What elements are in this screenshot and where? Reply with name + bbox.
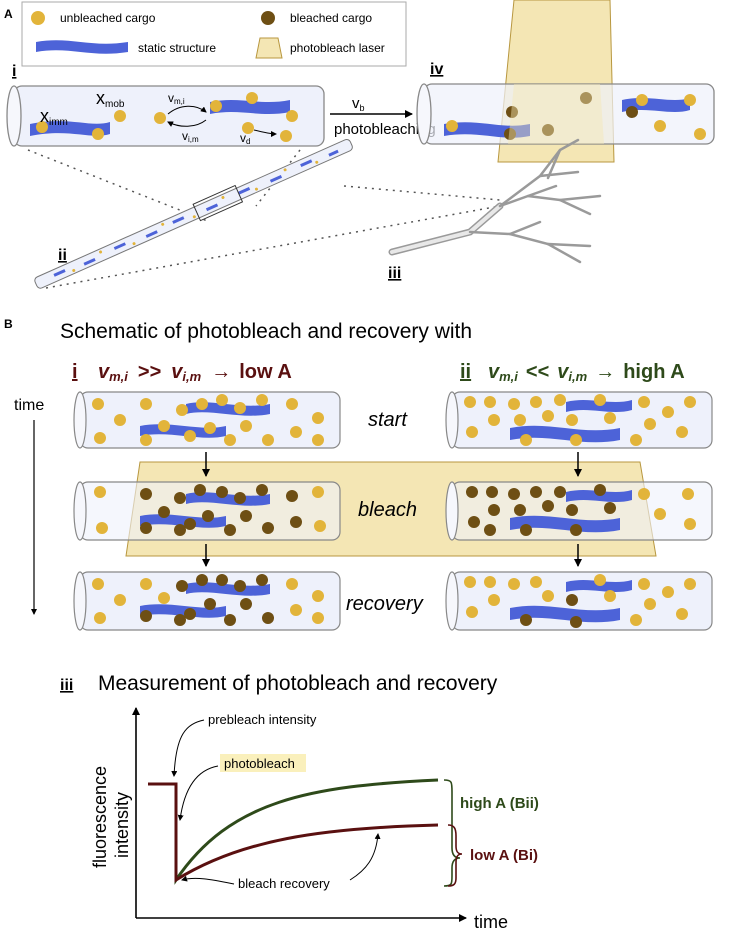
photobleach-highlight [220, 754, 306, 772]
v-im-label: vi,m [182, 129, 199, 144]
biii-label: iii [60, 677, 73, 694]
v-mi-label: vm,i [168, 91, 185, 106]
bi-label: i [72, 361, 78, 383]
tube-bi-start [73, 391, 341, 449]
legend-unbleached: unbleached cargo [60, 11, 156, 25]
laser-icon [255, 37, 283, 59]
unbleached-cargo-icon [31, 11, 45, 25]
v-d-label: vd [240, 131, 250, 146]
neuron-drawing [388, 138, 602, 264]
legend: unbleached cargo bleached cargo static s… [21, 1, 407, 67]
static-structure-icon [36, 40, 128, 54]
bleach-recovery-arrow-right [349, 833, 381, 881]
label-i: i [12, 63, 16, 80]
zoom-lines [27, 149, 501, 289]
tube-ii [34, 138, 353, 289]
panel-a-label: A [4, 7, 13, 21]
brace-high-a [443, 779, 461, 887]
photobleach-label: photobleach [224, 756, 295, 771]
prebleach-label: prebleach intensity [208, 712, 317, 727]
label-iii: iii [388, 265, 401, 282]
panel-b-title: Schematic of photobleach and recovery wi… [60, 320, 472, 343]
label-bleach: bleach [358, 499, 417, 521]
panel-b-label: B [4, 317, 13, 331]
v-b-label: vb [352, 95, 365, 113]
step-arrows [202, 452, 582, 567]
prebleach-arrow [171, 719, 205, 777]
tube-bii-start [445, 391, 713, 449]
label-low-a: low A (Bi) [470, 847, 538, 864]
label-ii: ii [58, 247, 67, 264]
tube-bi-recovery [73, 571, 341, 631]
label-start: start [368, 409, 408, 431]
biii-title: Measurement of photobleach and recovery [98, 672, 498, 695]
bleached-cargo-icon [261, 11, 275, 25]
x-axis-label: time [474, 912, 508, 932]
tube-bii-recovery [445, 571, 713, 631]
bleach-recovery-label: bleach recovery [238, 876, 330, 891]
legend-laser: photobleach laser [290, 41, 385, 55]
photobleaching-label: photobleaching [334, 121, 436, 138]
tube-bii-bleach [445, 481, 713, 541]
photobleach-arrow [177, 765, 219, 821]
brace-low-a [447, 824, 463, 887]
bii-label: ii [460, 361, 471, 383]
legend-bleached: bleached cargo [290, 11, 372, 25]
bi-equation: vm,i>>vi,m→low A [98, 361, 292, 384]
tube-bi-bleach [73, 481, 341, 541]
bleach-recovery-arrow-left [181, 875, 235, 885]
tube-i [6, 85, 325, 147]
label-iv: iv [430, 61, 443, 78]
label-recovery: recovery [346, 593, 424, 615]
time-label: time [14, 397, 44, 414]
x-imm-label: ximm [40, 106, 68, 128]
curve-high-a [148, 778, 439, 885]
bii-equation: vm,i<<vi,m→high A [488, 361, 685, 384]
label-high-a: high A (Bii) [460, 795, 539, 812]
x-mob-label: xmob [96, 88, 125, 110]
legend-static: static structure [138, 41, 216, 55]
y-axis-label-2: intensity [112, 792, 132, 858]
y-axis-label-1: fluorescence [90, 766, 110, 868]
